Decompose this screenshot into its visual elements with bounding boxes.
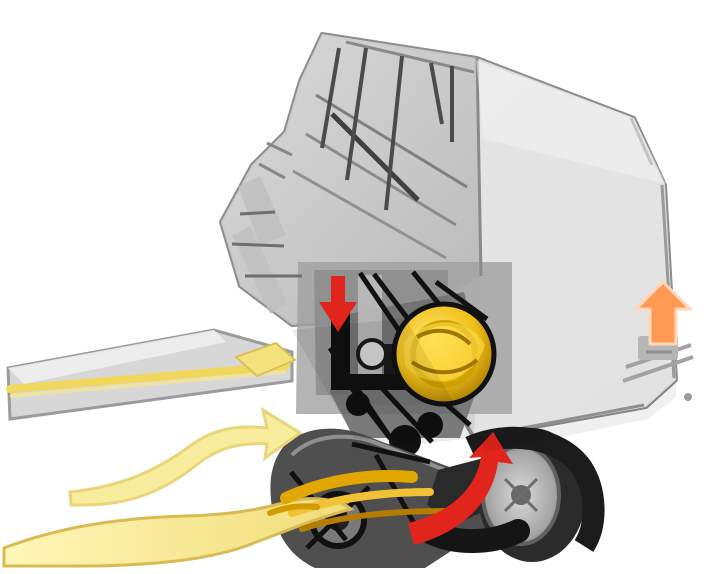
baler-illustration [0,0,721,574]
baler-diagram [0,0,721,574]
